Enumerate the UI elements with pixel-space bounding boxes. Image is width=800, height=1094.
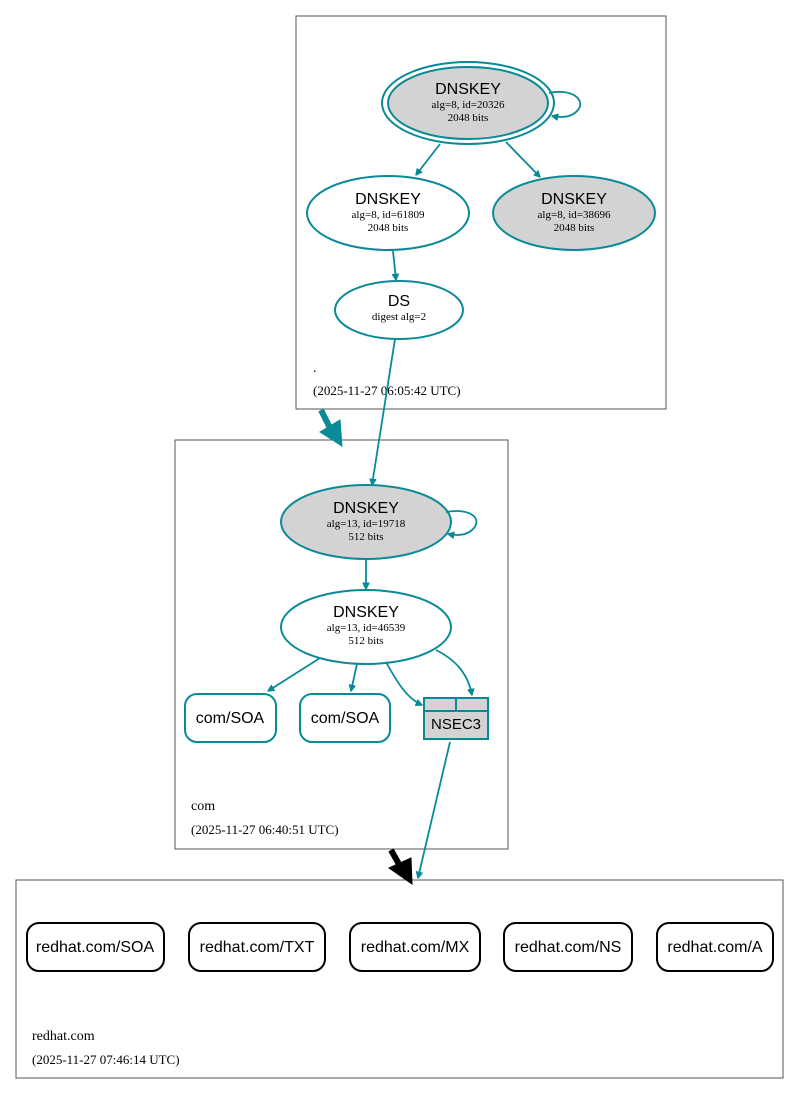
root-zsk-title: DNSKEY — [355, 191, 421, 208]
redhat-record-txt-label: redhat.com/TXT — [200, 939, 315, 956]
zone-redhat-box — [15, 879, 784, 1079]
root-zsk-line2: 2048 bits — [368, 222, 409, 234]
redhat-record-ns[interactable]: redhat.com/NS — [503, 922, 633, 972]
root-standby-line1: alg=8, id=38696 — [538, 209, 611, 221]
com-soa-label-1: com/SOA — [196, 710, 265, 727]
redhat-record-txt[interactable]: redhat.com/TXT — [188, 922, 326, 972]
edge-com-zsk-to-soa2 — [351, 663, 358, 691]
redhat-record-mx[interactable]: redhat.com/MX — [349, 922, 481, 972]
edge-root-ds-to-com-ksk — [372, 338, 396, 485]
redhat-record-a-label: redhat.com/A — [667, 939, 762, 956]
com-ksk-line1: alg=13, id=19718 — [327, 518, 406, 530]
root-standby-node[interactable]: DNSKEY alg=8, id=38696 2048 bits — [492, 175, 656, 251]
edge-root-zsk-to-ds — [393, 250, 396, 280]
com-ksk-title: DNSKEY — [333, 500, 399, 517]
com-zsk-line2: 512 bits — [348, 635, 383, 647]
edge-com-zsk-to-soa1 — [268, 657, 321, 691]
delegation-arrow-root-com — [318, 408, 343, 447]
edge-root-ksk-to-standby — [505, 141, 540, 177]
zone-com-timestamp: (2025-11-27 06:40:51 UTC) — [191, 822, 339, 837]
com-ksk-line2: 512 bits — [348, 531, 383, 543]
com-soa-label-2: com/SOA — [311, 710, 380, 727]
root-ksk-self-edge — [548, 90, 581, 117]
com-soa-node-2[interactable]: com/SOA — [299, 693, 391, 743]
com-zsk-title: DNSKEY — [333, 604, 399, 621]
root-ds-line1: digest alg=2 — [372, 311, 426, 323]
zone-redhat-name: redhat.com — [32, 1029, 95, 1044]
com-soa-node-1[interactable]: com/SOA — [184, 693, 277, 743]
com-ksk-self-edge — [445, 510, 478, 535]
com-nsec3-label: NSEC3 — [431, 716, 481, 733]
edge-nsec3-to-redhat — [418, 741, 451, 878]
root-zsk-node[interactable]: DNSKEY alg=8, id=61809 2048 bits — [306, 175, 470, 251]
com-nsec3-node[interactable]: NSEC3 — [423, 697, 489, 740]
root-ksk-node[interactable]: DNSKEY alg=8, id=20326 2048 bits — [381, 61, 555, 145]
root-zsk-line1: alg=8, id=61809 — [352, 209, 425, 221]
zone-com-name: com — [191, 799, 215, 814]
com-ksk-node[interactable]: DNSKEY alg=13, id=19718 512 bits — [280, 484, 452, 560]
root-ksk-title: DNSKEY — [435, 81, 501, 98]
zone-redhat: redhat.com/SOA redhat.com/TXT redhat.com… — [15, 879, 784, 1079]
redhat-record-a[interactable]: redhat.com/A — [656, 922, 774, 972]
edge-root-ksk-to-zsk — [416, 143, 441, 175]
zone-root: DNSKEY alg=8, id=20326 2048 bits DNSKEY … — [295, 15, 667, 410]
redhat-record-soa-label: redhat.com/SOA — [36, 939, 155, 956]
zone-redhat-timestamp: (2025-11-27 07:46:14 UTC) — [32, 1052, 180, 1067]
com-zsk-node[interactable]: DNSKEY alg=13, id=46539 512 bits — [280, 589, 452, 665]
root-ds-title: DS — [388, 293, 410, 310]
redhat-record-mx-label: redhat.com/MX — [361, 939, 470, 956]
root-ksk-line1: alg=8, id=20326 — [432, 99, 505, 111]
root-ksk-line2: 2048 bits — [448, 112, 489, 124]
root-ds-node[interactable]: DS digest alg=2 — [334, 280, 464, 340]
redhat-record-ns-label: redhat.com/NS — [515, 939, 622, 956]
com-zsk-line1: alg=13, id=46539 — [327, 622, 406, 634]
edge-com-zsk-to-nsec3-b — [435, 649, 472, 695]
delegation-arrow-com-redhat — [387, 848, 413, 885]
root-standby-line2: 2048 bits — [554, 222, 595, 234]
zone-com: DNSKEY alg=13, id=19718 512 bits DNSKEY … — [174, 439, 509, 850]
edge-com-zsk-to-nsec3-a — [385, 661, 422, 705]
redhat-record-soa[interactable]: redhat.com/SOA — [26, 922, 165, 972]
zone-root-name: . — [313, 361, 317, 376]
root-standby-title: DNSKEY — [541, 191, 607, 208]
